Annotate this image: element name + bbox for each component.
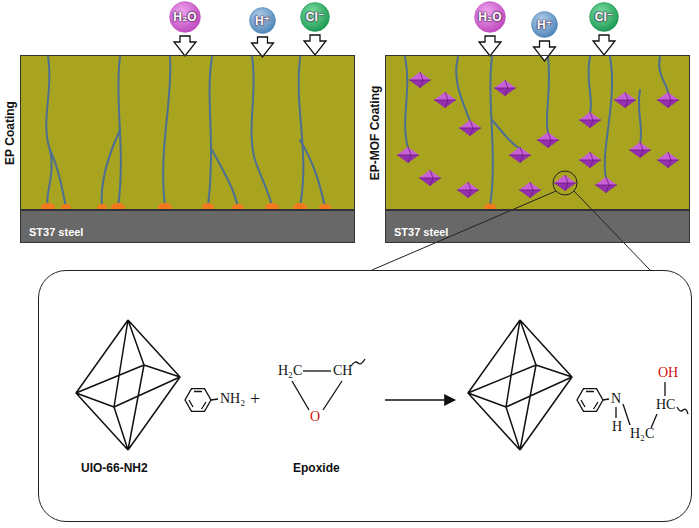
- ion-label: Cl⁻: [306, 10, 324, 24]
- benzene-ring: [185, 389, 218, 412]
- ion-label: H⁺: [537, 18, 552, 32]
- benzene-ring: [577, 389, 609, 412]
- ion-label: H₂O: [173, 10, 196, 24]
- ion-circle: H₂O: [474, 1, 506, 33]
- ion-label: H₂O: [478, 10, 501, 24]
- chem-label: H: [612, 420, 622, 434]
- chem-label: H₂C: [278, 364, 302, 378]
- steel-substrate: [20, 210, 690, 243]
- ion-label: H⁺: [255, 14, 270, 28]
- ingress-arrow: [304, 35, 326, 55]
- mof-octahedron: [468, 320, 572, 450]
- steel-band: ST37 steel: [385, 210, 690, 243]
- ion-circle: H₂O: [169, 1, 201, 33]
- mof-octahedron: [76, 320, 180, 450]
- coating-label: EP-MOF Coating: [368, 85, 382, 180]
- chem-label: O: [310, 410, 320, 424]
- compound-label: Epoxide: [293, 461, 340, 475]
- product-bonds: [616, 382, 688, 428]
- compound-label: UIO-66-NH2: [81, 461, 148, 475]
- chem-label: NH₂: [220, 392, 245, 406]
- chem-label: OH: [658, 366, 678, 380]
- steel-band: ST37 steel: [20, 210, 355, 243]
- crack-paths: [405, 57, 668, 207]
- epoxide-bonds: [292, 359, 365, 410]
- chem-label: CH: [333, 364, 352, 378]
- ion-label: Cl⁻: [595, 10, 613, 24]
- crack-paths: [46, 57, 325, 207]
- ingress-arrow: [479, 36, 501, 56]
- ion-circle: Cl⁻: [300, 2, 330, 32]
- ingress-arrow: [252, 37, 274, 57]
- ingress-arrow: [174, 36, 196, 56]
- ion-circle: Cl⁻: [589, 2, 619, 32]
- chem-label: H₂C: [630, 427, 654, 441]
- coating-layer: [20, 55, 690, 210]
- substrate-label: ST37 steel: [394, 226, 448, 238]
- mof-particle: [397, 72, 679, 198]
- substrate-label: ST37 steel: [29, 226, 83, 238]
- chem-label: HC: [656, 398, 675, 412]
- ingress-arrow: [534, 41, 556, 61]
- reaction-arrow: [385, 400, 455, 401]
- coating-label: EP Coating: [3, 101, 17, 165]
- ion-circle: H⁺: [249, 7, 276, 34]
- coating-band: EP Coating: [20, 55, 355, 210]
- ion-circle: H⁺: [531, 11, 558, 38]
- ingress-arrow: [593, 35, 615, 55]
- coating-band: EP-MOF Coating: [385, 55, 690, 210]
- zoom-leader: [372, 171, 650, 270]
- zoom-panel: UIO-66-NH2 Epoxide: [38, 270, 692, 522]
- chem-label: N: [611, 392, 621, 406]
- chem-label: +: [250, 390, 260, 408]
